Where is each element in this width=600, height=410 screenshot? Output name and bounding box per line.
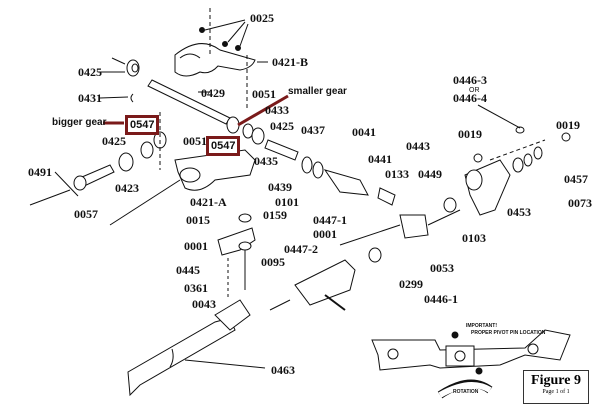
- part-label-0425: 0425: [78, 65, 102, 79]
- part-label-0425: 0425: [270, 119, 294, 133]
- part-label-0001: 0001: [184, 239, 208, 253]
- part-label-0491: 0491: [28, 165, 52, 179]
- part-label-0041: 0041: [352, 125, 376, 139]
- frame-0421-a: [109, 149, 256, 226]
- part-label-0449: 0449: [418, 167, 442, 181]
- part-label-0439: 0439: [268, 180, 292, 194]
- part-label-0441: 0441: [368, 152, 392, 166]
- part-label-0447-2: 0447-2: [284, 242, 318, 256]
- hub-assembly: [217, 213, 256, 300]
- part-label-0421-b: 0421-B: [272, 55, 308, 69]
- part-label-0447-1: 0447-1: [313, 213, 347, 227]
- part-label-0463: 0463: [271, 363, 295, 377]
- part-label-0057: 0057: [74, 207, 98, 221]
- part-label-0073: 0073: [568, 196, 592, 210]
- figure-page: Page 1 of 1: [542, 389, 570, 395]
- part-label-0429: 0429: [201, 86, 225, 100]
- blade-0463: [127, 299, 266, 397]
- figure-caption-box: Figure 9 Page 1 of 1: [523, 370, 589, 404]
- inset-pivot-pin: [371, 329, 571, 399]
- inset-pivot-pin-label: PROPER PIVOT PIN LOCATION: [471, 330, 546, 336]
- part-label-0103: 0103: [462, 231, 486, 245]
- part-label-0053: 0053: [430, 261, 454, 275]
- part-label-0446-1: 0446-1: [424, 292, 458, 306]
- bigger-gear-annotation: bigger gear: [52, 117, 107, 128]
- part-label-0446-4: 0446-4: [453, 91, 487, 105]
- part-label-0019: 0019: [556, 118, 580, 132]
- part-label-0435: 0435: [254, 154, 278, 168]
- left-gear-assembly: [118, 112, 167, 172]
- part-label-0133: 0133: [385, 167, 409, 181]
- smaller-gear-annotation: smaller gear: [288, 86, 347, 97]
- part-label-0446-3: 0446-3: [453, 73, 487, 87]
- arm-assembly: [301, 156, 396, 206]
- part-label-0433: 0433: [265, 103, 289, 117]
- bigger-gear-part-box: 0547: [125, 115, 160, 136]
- smaller-gear-assembly: [226, 116, 299, 161]
- figure-title: Figure 9: [531, 373, 581, 388]
- clip-0431: [130, 93, 134, 103]
- part-label-0425: 0425: [102, 134, 126, 148]
- part-label-0001: 0001: [313, 227, 337, 241]
- part-label-0423: 0423: [115, 181, 139, 195]
- housing-0453: [443, 104, 571, 216]
- part-label-0453: 0453: [507, 205, 531, 219]
- inset-important-label: IMPORTANT!: [466, 323, 498, 329]
- part-label-0445: 0445: [176, 263, 200, 277]
- smaller-gear-part-box: 0547: [206, 136, 241, 157]
- part-label-0457: 0457: [564, 172, 588, 186]
- part-label-0361: 0361: [184, 281, 208, 295]
- part-label-0421-a: 0421-A: [190, 195, 227, 209]
- part-label-0299: 0299: [399, 277, 423, 291]
- housing-0421-b: [174, 8, 268, 110]
- lower-arm: [269, 247, 382, 311]
- part-label-0431: 0431: [78, 91, 102, 105]
- part-label-0051: 0051: [183, 134, 207, 148]
- part-label-0051: 0051: [252, 87, 276, 101]
- yoke-0446-1: [339, 209, 461, 246]
- part-label-0437: 0437: [301, 123, 325, 137]
- bearing-0425-top: [98, 57, 140, 77]
- part-label-0015: 0015: [186, 213, 210, 227]
- part-label-0025: 0025: [250, 11, 274, 25]
- bolts-0025: [199, 19, 249, 51]
- part-label-0101: 0101: [275, 195, 299, 209]
- part-label-0095: 0095: [261, 255, 285, 269]
- shaft-0429: [147, 79, 231, 125]
- inset-rotation-label: ROTATION: [453, 389, 479, 395]
- part-label-0043: 0043: [192, 297, 216, 311]
- part-label-0443: 0443: [406, 139, 430, 153]
- part-label-0019: 0019: [458, 127, 482, 141]
- shaft-0423: [29, 164, 115, 206]
- part-label-or: OR: [469, 87, 480, 94]
- part-label-0159: 0159: [263, 208, 287, 222]
- smaller-gear-leader: [237, 94, 289, 127]
